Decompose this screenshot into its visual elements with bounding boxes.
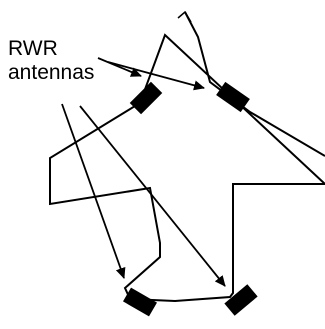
antenna-front-left	[129, 81, 163, 115]
arrow-to-rear-right-antenna	[79, 105, 226, 287]
arrow-to-front-right-antenna	[107, 61, 205, 91]
antenna-front-right	[216, 81, 250, 113]
label-antennas: antennas	[8, 61, 95, 84]
arrow-to-front-left-antenna	[97, 57, 142, 77]
nose-detail	[177, 10, 192, 23]
arrow-to-rear-left-antenna	[61, 103, 126, 279]
label-rwr: RWR	[8, 37, 58, 60]
antenna-rear-left	[123, 287, 157, 317]
aircraft-outline	[49, 11, 325, 303]
antenna-rear-right	[224, 284, 258, 316]
